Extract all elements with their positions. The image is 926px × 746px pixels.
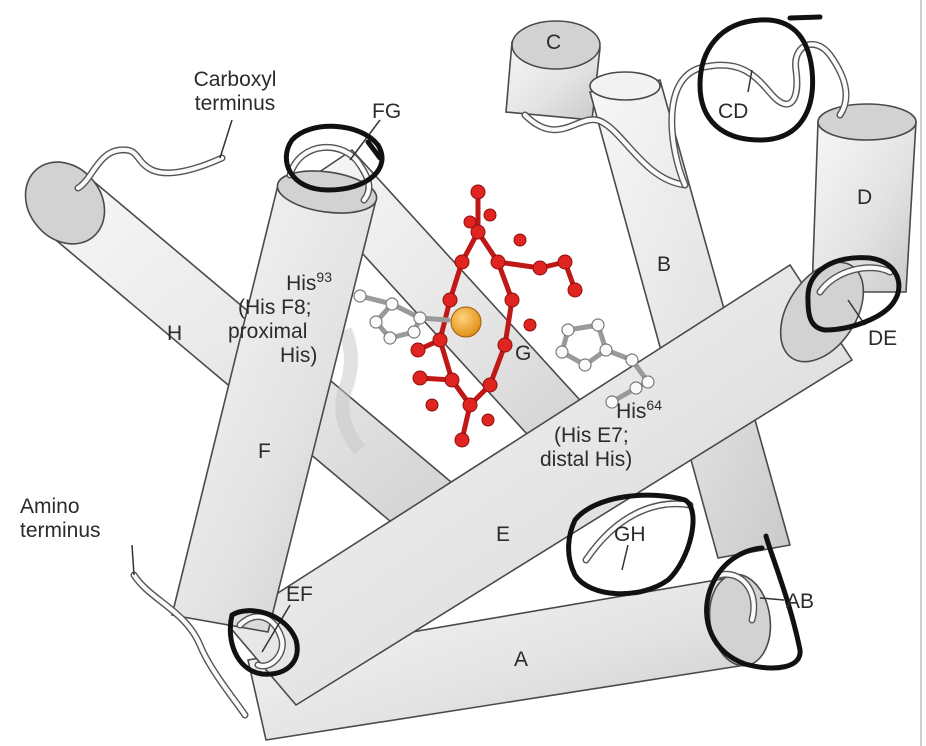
helix-g-label: G <box>515 342 531 366</box>
loop-de-label: DE <box>868 327 897 351</box>
helix-d-label: D <box>857 186 872 210</box>
distal-his-label: His64 (His E7; distal His) <box>540 400 662 472</box>
loop-cd-label: CD <box>718 100 748 124</box>
helix-a-label: A <box>514 648 528 672</box>
proximal-his-line3: proximal <box>228 320 332 344</box>
loop-carboxyl-tail <box>78 150 222 188</box>
proximal-his-line4: His) <box>228 344 332 368</box>
loop-fg-label: FG <box>372 100 401 124</box>
loop-ab-label: AB <box>786 590 814 614</box>
loop-ef-label: EF <box>286 583 313 607</box>
helix-f-label: F <box>258 440 271 464</box>
distal-his-name: His <box>616 400 646 423</box>
proximal-his-number: 93 <box>316 269 332 285</box>
carboxyl-terminus-label: Carboxyl terminus <box>186 68 284 116</box>
helix-e-label: E <box>496 523 510 547</box>
amino-terminus-label: Amino terminus <box>20 495 132 543</box>
proximal-his-line2: (His F8; <box>228 296 332 320</box>
helix-c-label: C <box>546 31 561 55</box>
proximal-his-name: His <box>286 272 316 295</box>
helix-h-label: H <box>167 322 182 346</box>
helix-b-label: B <box>657 253 671 277</box>
iron-atom <box>451 307 481 337</box>
proximal-his-label: His93 (His F8; proximal His) <box>228 272 332 368</box>
distal-his-number: 64 <box>646 397 662 413</box>
distal-his-line2: (His E7; <box>540 424 662 448</box>
distal-his-line3: distal His) <box>540 448 662 472</box>
loop-gh-label: GH <box>614 523 646 547</box>
